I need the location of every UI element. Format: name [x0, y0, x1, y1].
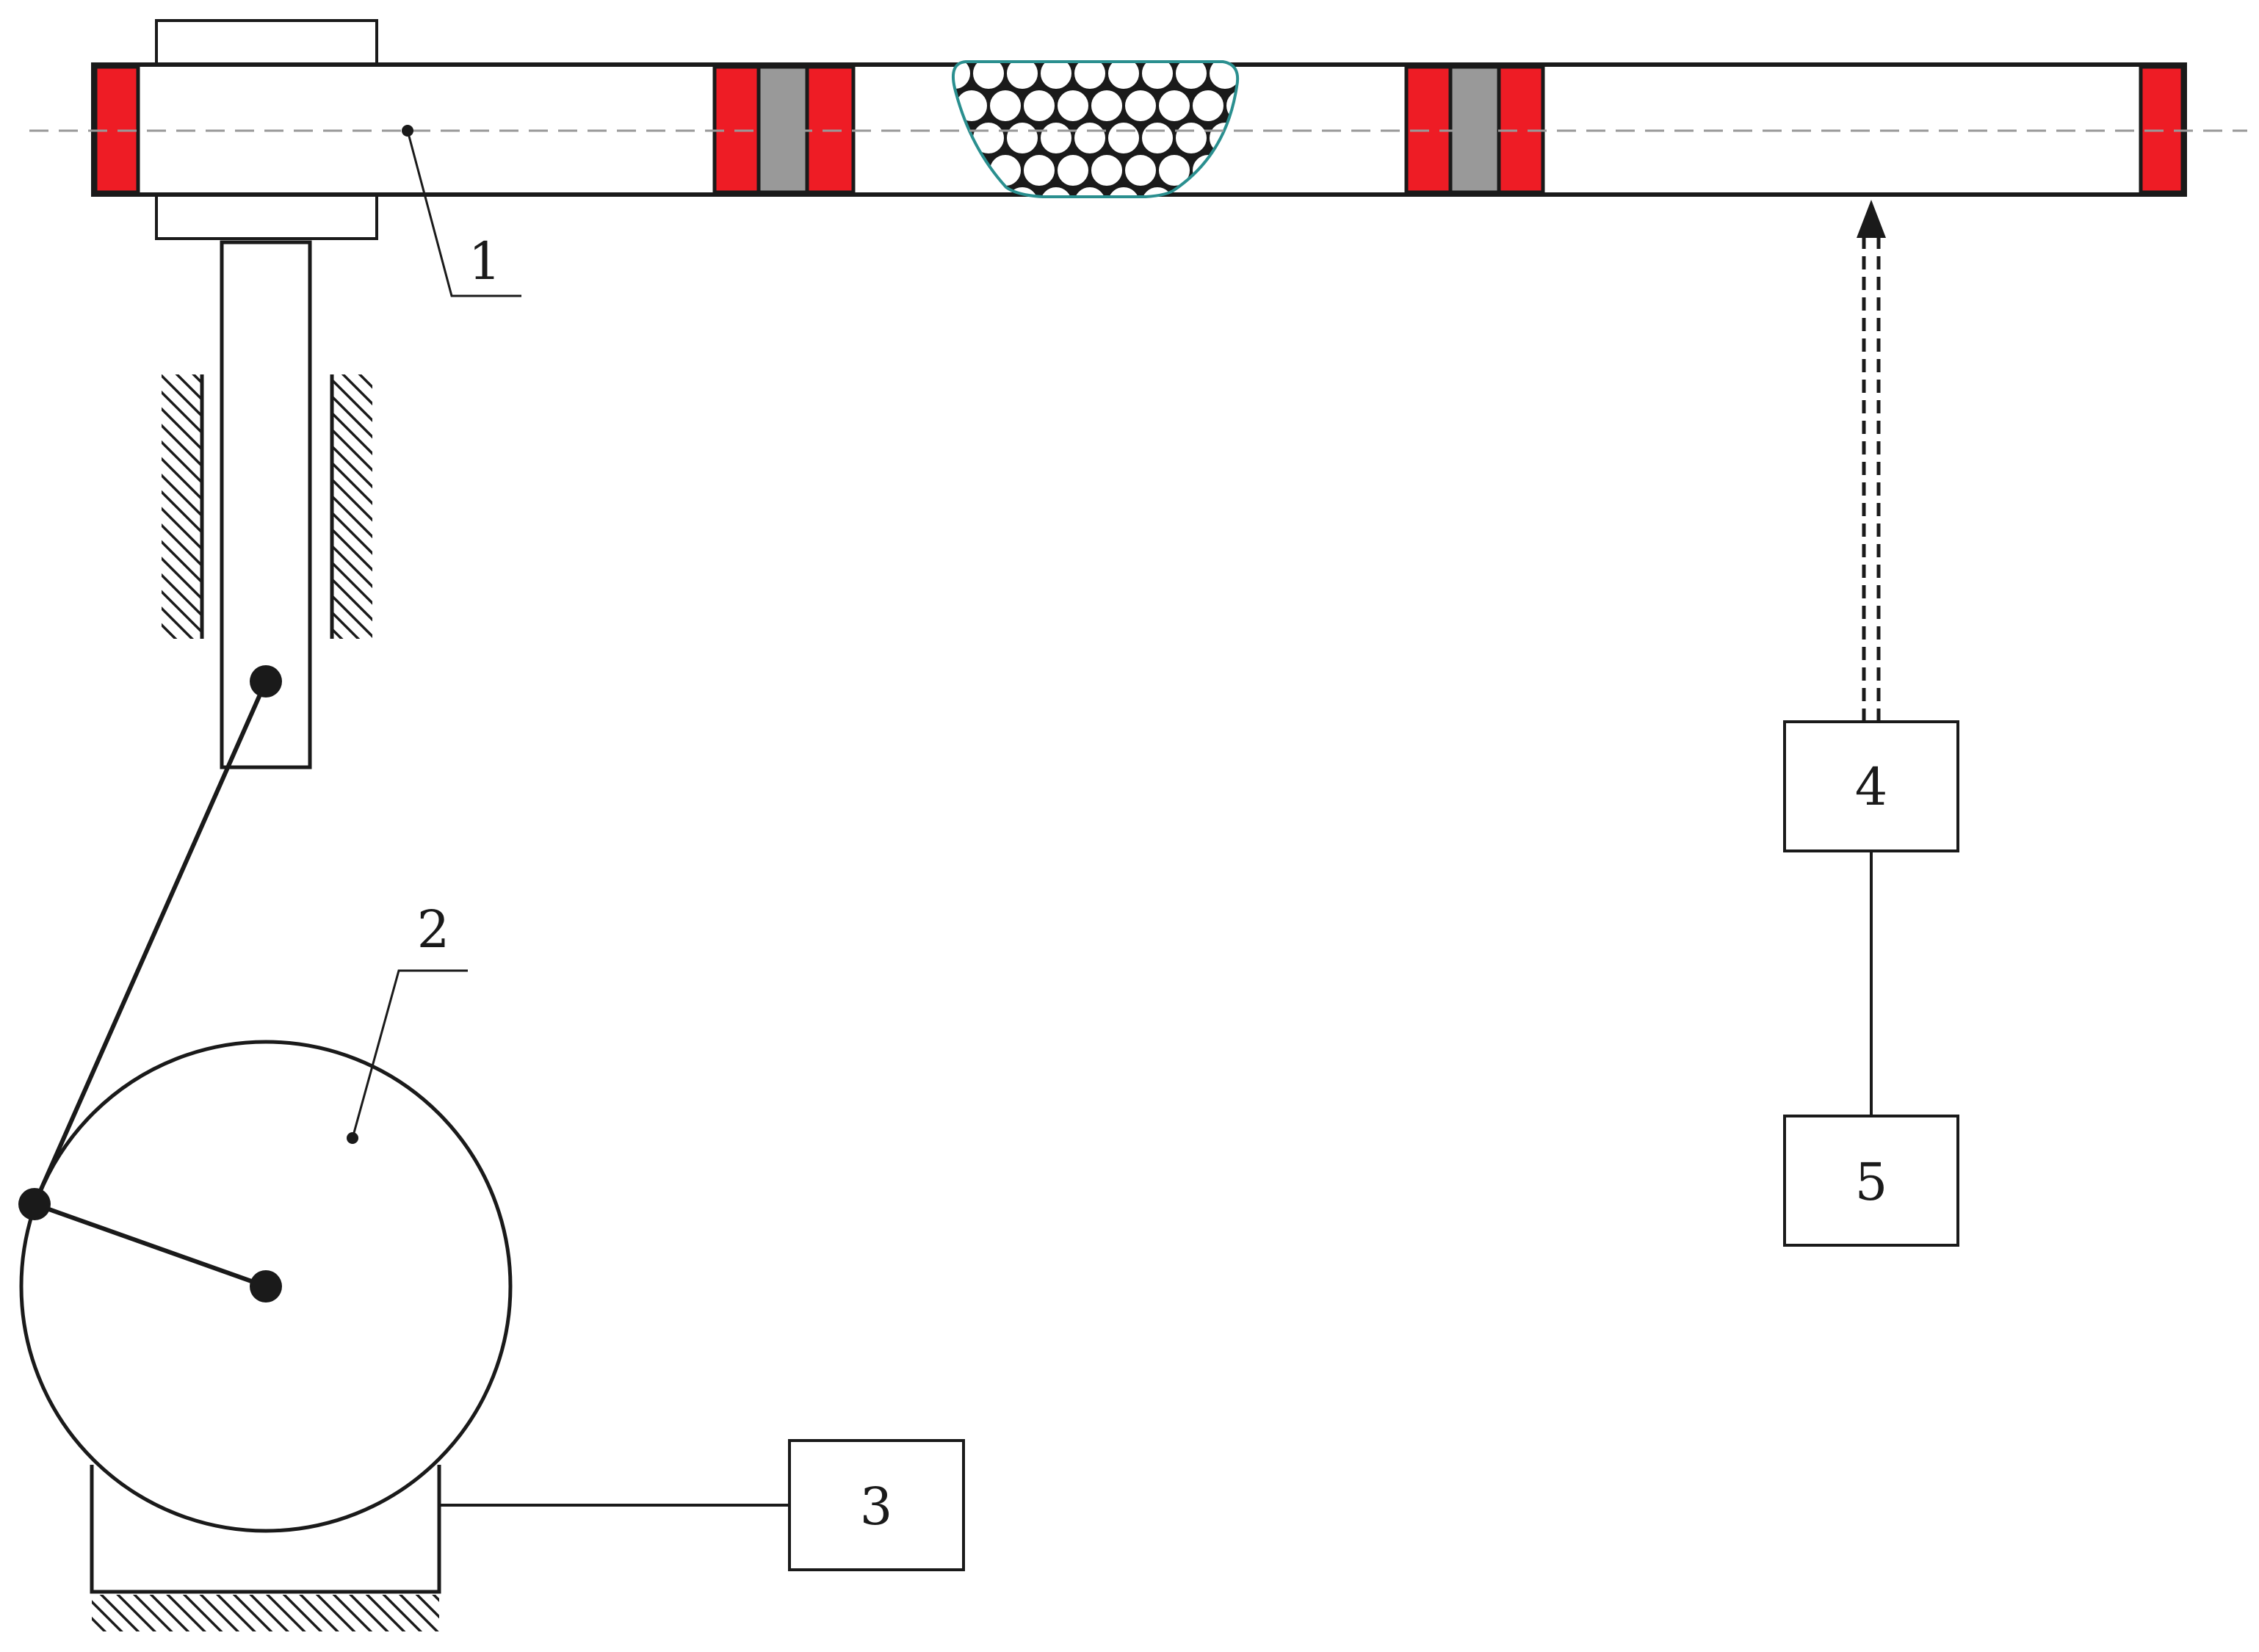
granule [1157, 89, 1191, 123]
label-2: 2 [417, 899, 450, 960]
granule [1039, 62, 1073, 90]
connecting-rod [32, 680, 268, 1206]
crank-arm [33, 1202, 267, 1289]
label-1: 1 [469, 231, 502, 291]
granule [1107, 121, 1141, 155]
block-5 [1783, 1115, 1959, 1247]
flywheel-leader-line [351, 969, 468, 1139]
granule [1174, 62, 1208, 90]
rod-pin [250, 665, 282, 698]
granule [1039, 121, 1073, 155]
lower-clamp [155, 193, 378, 240]
granule [1005, 62, 1039, 90]
crank-pin [18, 1188, 51, 1220]
block-3 [788, 1439, 965, 1571]
granule [1124, 153, 1157, 187]
granule [1022, 153, 1056, 187]
granule [1039, 186, 1073, 197]
granule [1090, 89, 1124, 123]
granule [1157, 153, 1191, 187]
granule [1073, 186, 1107, 197]
granule [1056, 89, 1090, 123]
upper-clamp [155, 19, 378, 66]
granule [1107, 62, 1141, 90]
granule [1174, 121, 1208, 155]
guide-right [332, 374, 372, 639]
granule [1073, 121, 1107, 155]
ground-hatch [92, 1595, 439, 1631]
granular-outline [951, 60, 1240, 198]
granule [1090, 153, 1124, 187]
granule [1022, 89, 1056, 123]
granule [988, 89, 1022, 123]
signal-arrow [1857, 200, 1886, 722]
granule [1141, 62, 1174, 90]
granule [1191, 89, 1225, 123]
label-5: 5 [1855, 1152, 1888, 1212]
tube-leader-line [406, 130, 521, 297]
granule [1141, 121, 1174, 155]
granule [1073, 62, 1107, 90]
granule [1005, 121, 1039, 155]
flywheel-hub [250, 1270, 282, 1303]
plunger-rod [220, 240, 312, 769]
label-3: 3 [860, 1477, 893, 1537]
label-4: 4 [1855, 757, 1888, 817]
granule [1107, 186, 1141, 197]
granule [1056, 153, 1090, 187]
signal-arrowhead-icon [1857, 200, 1886, 238]
granule [1124, 89, 1157, 123]
granule [972, 62, 1005, 90]
motor-base [90, 1465, 441, 1594]
guide-left [162, 374, 202, 639]
